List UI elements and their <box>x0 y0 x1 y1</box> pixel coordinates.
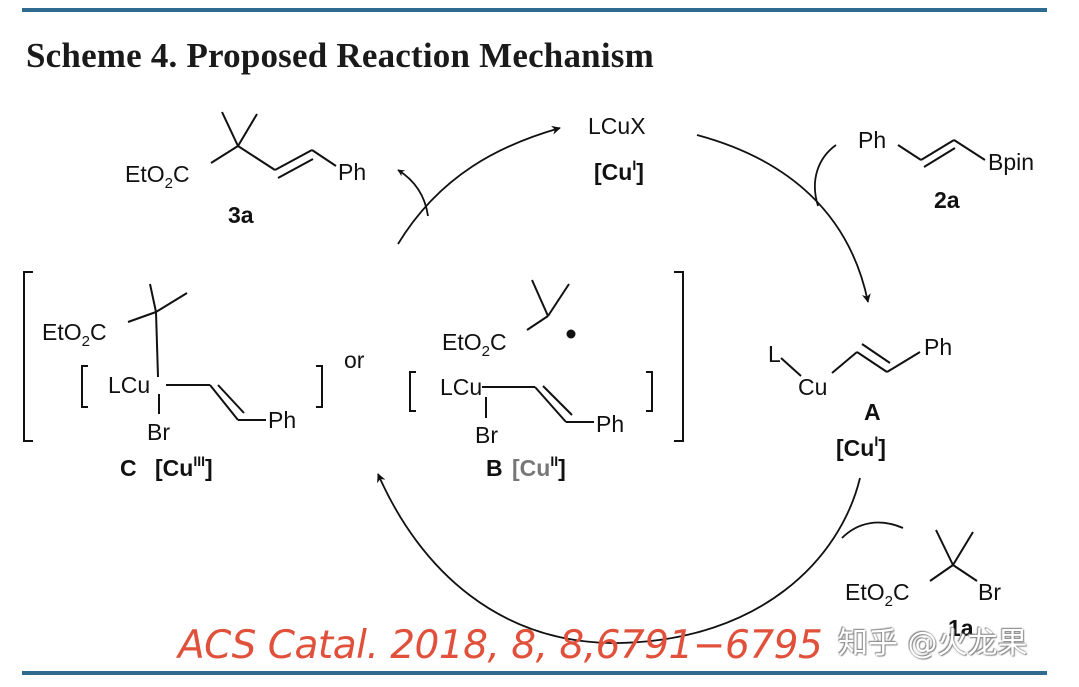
reagent-2a-bpin: Bpin <box>988 149 1034 175</box>
intermediate-a: L Cu Ph A [CuI] <box>768 334 952 461</box>
watermark-text: 知乎 @火龙果 <box>838 626 1028 661</box>
cycle-arrows <box>377 125 904 644</box>
intermediate-c-bromine: Br <box>147 419 170 445</box>
intermediate-c-ester: EtO2C <box>42 319 107 350</box>
intermediate-c-phenyl: Ph <box>268 407 296 433</box>
arrow-enter-1a <box>841 521 904 539</box>
reagent-1a-bromine: Br <box>978 579 1001 605</box>
radical-dot <box>566 329 576 339</box>
reagent-2a-phenyl: Ph <box>858 127 886 153</box>
arrow-A-to-B <box>377 473 861 644</box>
intermediate-a-label: A <box>864 399 881 425</box>
intermediate-b-lcu: LCu <box>440 374 482 400</box>
intermediate-a-copper: Cu <box>798 374 827 400</box>
catalyst-lcux: LCuX [CuI] <box>588 113 646 185</box>
product-3a-ester: EtO2C <box>125 161 190 192</box>
intermediate-a-oxidation-state: [CuI] <box>836 433 886 461</box>
intermediate-c-label: C <box>120 455 137 481</box>
intermediate-b: EtO2C LCu Br Ph B [CuII] <box>409 279 653 481</box>
reagent-2a-label: 2a <box>934 187 960 213</box>
reagent-1a: EtO2C Br 1a <box>845 529 1001 641</box>
product-3a: EtO2C Ph 3a <box>125 111 366 228</box>
intermediate-b-bromine: Br <box>475 422 498 448</box>
scheme-title: Scheme 4. Proposed Reaction Mechanism <box>26 36 654 75</box>
arrow-to-catalyst <box>397 125 561 245</box>
bottom-rule <box>22 671 1047 675</box>
arrow-catalyst-to-A <box>696 134 871 303</box>
reagent-2a: Ph Bpin 2a <box>858 127 1034 213</box>
catalyst-formula: LCuX <box>588 113 646 139</box>
intermediate-c-oxidation-state: [CuIII] <box>155 453 213 481</box>
catalyst-oxidation-state: [CuI] <box>594 157 644 185</box>
intermediate-a-ligand: L <box>768 341 781 367</box>
product-3a-label: 3a <box>228 202 254 228</box>
product-3a-phenyl: Ph <box>338 159 366 185</box>
intermediate-c: EtO2C LCu Br Ph C [CuIII] <box>42 283 323 481</box>
reagent-1a-label: 1a <box>948 615 974 641</box>
intermediate-b-label: B <box>486 455 503 481</box>
intermediate-c-lcu: LCu <box>108 372 150 398</box>
arrow-enter-2a <box>814 144 837 207</box>
intermediate-a-phenyl: Ph <box>924 334 952 360</box>
intermediate-b-phenyl: Ph <box>596 411 624 437</box>
connector-or: or <box>344 347 365 373</box>
arrow-release-3a <box>397 169 429 217</box>
citation-text: ACS Catal. 2018, 8, 8,6791−6795 <box>178 623 823 668</box>
reagent-1a-ester: EtO2C <box>845 579 910 610</box>
bracket-group <box>23 271 684 442</box>
intermediate-b-ester: EtO2C <box>442 329 507 360</box>
top-rule <box>22 8 1047 12</box>
intermediate-b-oxidation-state: [CuII] <box>512 453 566 481</box>
